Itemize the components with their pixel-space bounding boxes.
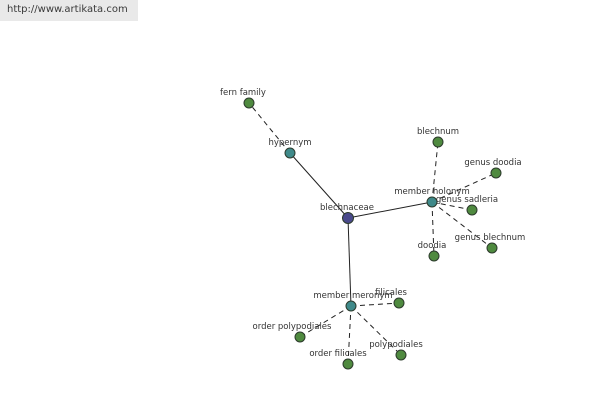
edge-member-holonym-to-blechnum — [431, 141, 439, 203]
node-label-genus-doodia[interactable]: genus doodia — [464, 158, 521, 168]
node-filicales[interactable] — [393, 297, 405, 309]
node-member-meronym[interactable] — [345, 300, 357, 312]
graph-nodes — [243, 97, 502, 370]
edge-member-holonym-to-genus-doodia — [431, 172, 497, 203]
node-polypodiales[interactable] — [395, 349, 407, 361]
edge-blechnaceae-to-hypernym — [289, 152, 349, 219]
edge-hypernym-to-fern-family — [248, 102, 291, 154]
node-label-order-polypodiales[interactable]: order polypodiales — [253, 322, 333, 332]
edge-member-holonym-to-doodia — [431, 201, 435, 257]
graph-edges — [248, 102, 497, 365]
edge-blechnaceae-to-member-holonym — [347, 201, 433, 219]
node-fern-family[interactable] — [243, 97, 255, 109]
node-label-genus-blechnum[interactable]: genus blechnum — [455, 233, 526, 243]
node-label-blechnaceae[interactable]: blechnaceae — [320, 203, 374, 213]
node-label-genus-sadleria[interactable]: genus sadleria — [436, 195, 498, 205]
node-blechnum[interactable] — [432, 136, 444, 148]
node-label-filicales[interactable]: filicales — [375, 288, 408, 298]
node-label-polypodiales[interactable]: polypodiales — [369, 340, 423, 350]
edge-member-meronym-to-order-polypodiales — [299, 305, 352, 338]
node-genus-doodia[interactable] — [490, 167, 502, 179]
node-hypernym[interactable] — [284, 147, 296, 159]
node-label-order-filicales[interactable]: order filicales — [309, 349, 367, 359]
node-order-polypodiales[interactable] — [294, 331, 306, 343]
edge-member-holonym-to-genus-sadleria — [431, 201, 473, 211]
edge-blechnaceae-to-member-meronym — [347, 217, 352, 307]
node-label-blechnum[interactable]: blechnum — [417, 127, 459, 137]
node-genus-sadleria[interactable] — [466, 204, 478, 216]
source-url[interactable]: http://www.artikata.com — [0, 0, 138, 21]
edge-member-meronym-to-filicales — [350, 302, 400, 307]
node-doodia[interactable] — [428, 250, 440, 262]
node-label-fern-family[interactable]: fern family — [220, 88, 266, 98]
edge-member-meronym-to-polypodiales — [350, 305, 402, 356]
node-order-filicales[interactable] — [342, 358, 354, 370]
node-label-member-meronym[interactable]: member meronym — [313, 291, 392, 301]
node-member-holonym[interactable] — [426, 196, 438, 208]
edge-member-holonym-to-genus-blechnum — [431, 201, 493, 249]
edge-member-meronym-to-order-filicales — [347, 305, 352, 365]
node-blechnaceae[interactable] — [342, 212, 354, 224]
node-genus-blechnum[interactable] — [486, 242, 498, 254]
graph-labels: blechnaceae hypernym fern family member hol… — [220, 88, 525, 359]
node-label-hypernym[interactable]: hypernym — [268, 138, 311, 148]
node-label-doodia[interactable]: doodia — [418, 241, 447, 251]
node-label-member-holonym[interactable]: member holonym — [394, 187, 469, 197]
